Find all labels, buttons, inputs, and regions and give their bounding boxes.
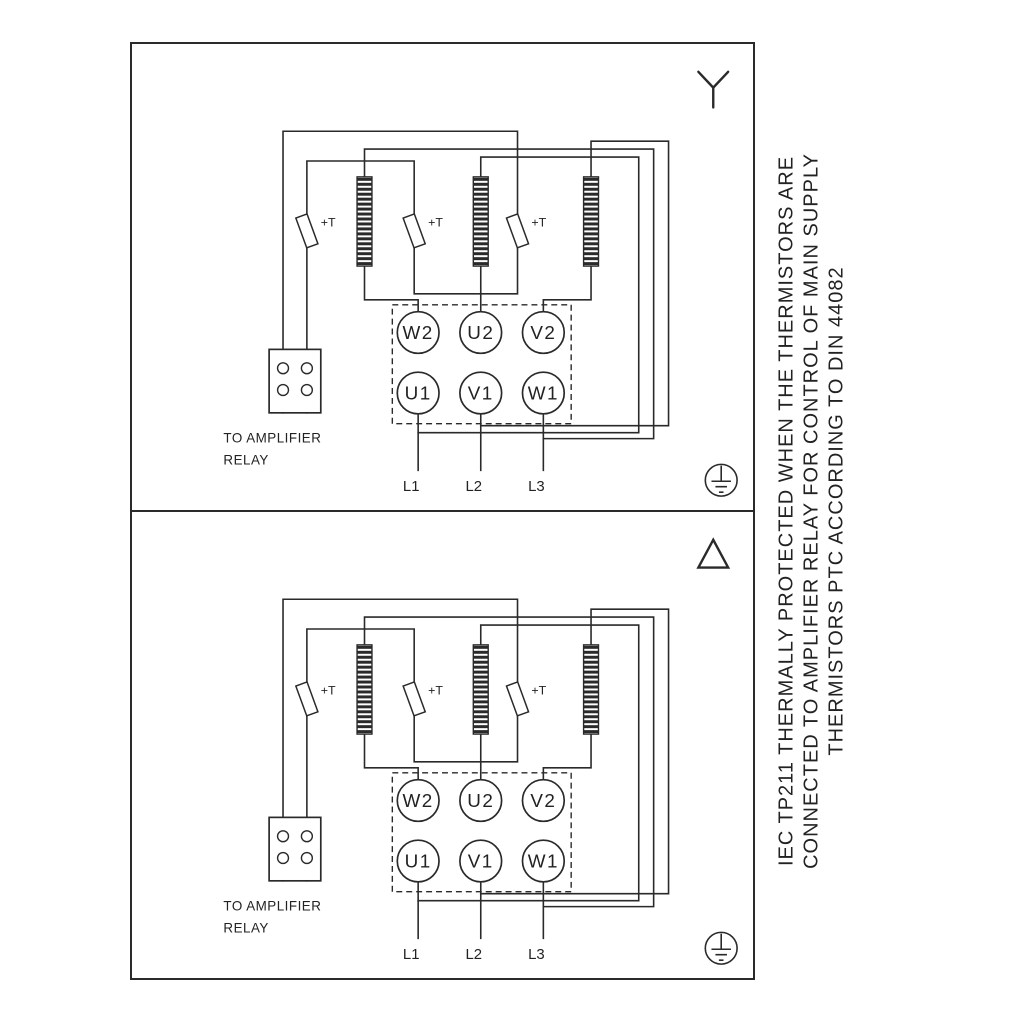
star-icon [697,70,730,109]
supply-label-l3: L3 [528,947,545,963]
relay-pin [276,362,290,375]
relay-connector [268,816,322,882]
relay-note-line: TO AMPLIFIER [223,431,321,446]
delta-icon [696,537,731,569]
wiring-lines [282,598,670,940]
thermistor-label: +T [428,215,443,229]
supply-wires [417,413,545,472]
relay-connector [268,348,322,414]
star-connection-diagram: +T +T +T W2 U2 V2 U1 V1 W1 [223,70,738,497]
thermistor-label: +T [531,215,546,229]
terminal-label-v1: V1 [468,850,494,871]
thermistors: +T +T +T [294,213,547,249]
relay-pin [300,851,314,865]
winding-return-wires [363,608,670,908]
terminal-circle [521,839,566,883]
terminal-circle [459,778,503,823]
relay-pin [276,851,290,865]
terminal-label-u2: U2 [467,322,494,343]
terminal-circle [459,310,503,355]
terminal-circle [396,839,440,883]
winding-bottom-wires [363,733,592,781]
terminal-circle [396,371,440,415]
relay-pin [300,383,314,397]
thermistor-label: +T [531,683,546,697]
terminal-circle [521,778,566,823]
terminal-label-u1: U1 [405,850,432,871]
terminal-circle [521,371,566,415]
terminal-label-w1: W1 [528,382,559,403]
motor-windings [356,644,600,735]
terminal-label-v2: V2 [530,790,556,811]
relay-note-line: RELAY [223,452,268,467]
relay-connector-box [268,816,322,882]
terminal-circle [396,778,440,823]
thermistor-chain-wire [282,598,519,819]
relay-note-line: TO AMPLIFIER [223,899,321,914]
relay-pin [276,830,290,843]
supply-label-l2: L2 [466,479,483,495]
relay-note-line: RELAY [223,920,268,935]
side-note: IEC TP211 THERMALLY PROTECTED WHEN THE T… [775,153,850,869]
motor-windings [356,176,600,267]
supply-label-l2: L2 [466,947,483,963]
terminal-label-w1: W1 [528,850,559,871]
relay-pin [300,830,314,843]
earth-ground-icon [704,931,738,965]
supply-wires [417,881,545,940]
winding-coil [472,644,489,735]
thermistor-chain-wire [282,130,519,351]
thermistor-label: +T [321,215,336,229]
thermistor-icon [294,681,319,717]
winding-coil [582,176,600,267]
thermistor-icon [505,681,530,717]
thermistor-icon [402,681,427,717]
thermistors: +T +T +T [294,681,547,717]
terminal-circle [459,839,503,883]
supply-label-l1: L1 [403,479,420,495]
side-note-line-1: IEC TP211 THERMALLY PROTECTED WHEN THE T… [775,155,798,867]
terminal-label-u1: U1 [405,382,432,403]
terminal-board: W2 U2 V2 U1 V1 W1 [396,310,566,415]
winding-coil [582,644,600,735]
panel-divider [132,510,753,512]
relay-connector-box [268,348,322,414]
relay-pin [276,383,290,397]
side-note-line-3: THERMISTORS PTC ACCORDING TO DIN 44082 [825,266,848,756]
terminal-label-v1: V1 [468,382,494,403]
thermistor-icon [505,213,530,249]
winding-coil [356,176,373,267]
terminal-board-outline [391,304,572,425]
thermistor-label: +T [428,683,443,697]
thermistor-label: +T [321,683,336,697]
earth-ground-icon [704,463,738,497]
supply-label-l3: L3 [528,479,545,495]
delta-connection-diagram: +T +T +T W2 U2 V2 U1 V1 W1 [223,537,738,965]
terminal-label-u2: U2 [467,790,494,811]
terminal-label-v2: V2 [530,322,556,343]
winding-coil [472,176,489,267]
terminal-circle [521,310,566,355]
thermistor-icon [402,213,427,249]
winding-coil [356,644,373,735]
terminal-circle [459,371,503,415]
winding-bottom-wires [363,265,592,313]
terminal-circle [396,310,440,355]
terminal-label-w2: W2 [403,790,434,811]
side-note-line-2: CONNECTED TO AMPLIFIER RELAY FOR CONTROL… [800,153,823,869]
diagram-frame: +T +T +T W2 U2 V2 U1 V1 W1 [130,42,755,980]
thermistor-icon [294,213,319,249]
terminal-label-w2: W2 [403,322,434,343]
winding-return-wires [363,140,670,440]
terminal-board: W2 U2 V2 U1 V1 W1 [396,778,566,883]
supply-label-l1: L1 [403,947,420,963]
relay-pin [300,362,314,375]
